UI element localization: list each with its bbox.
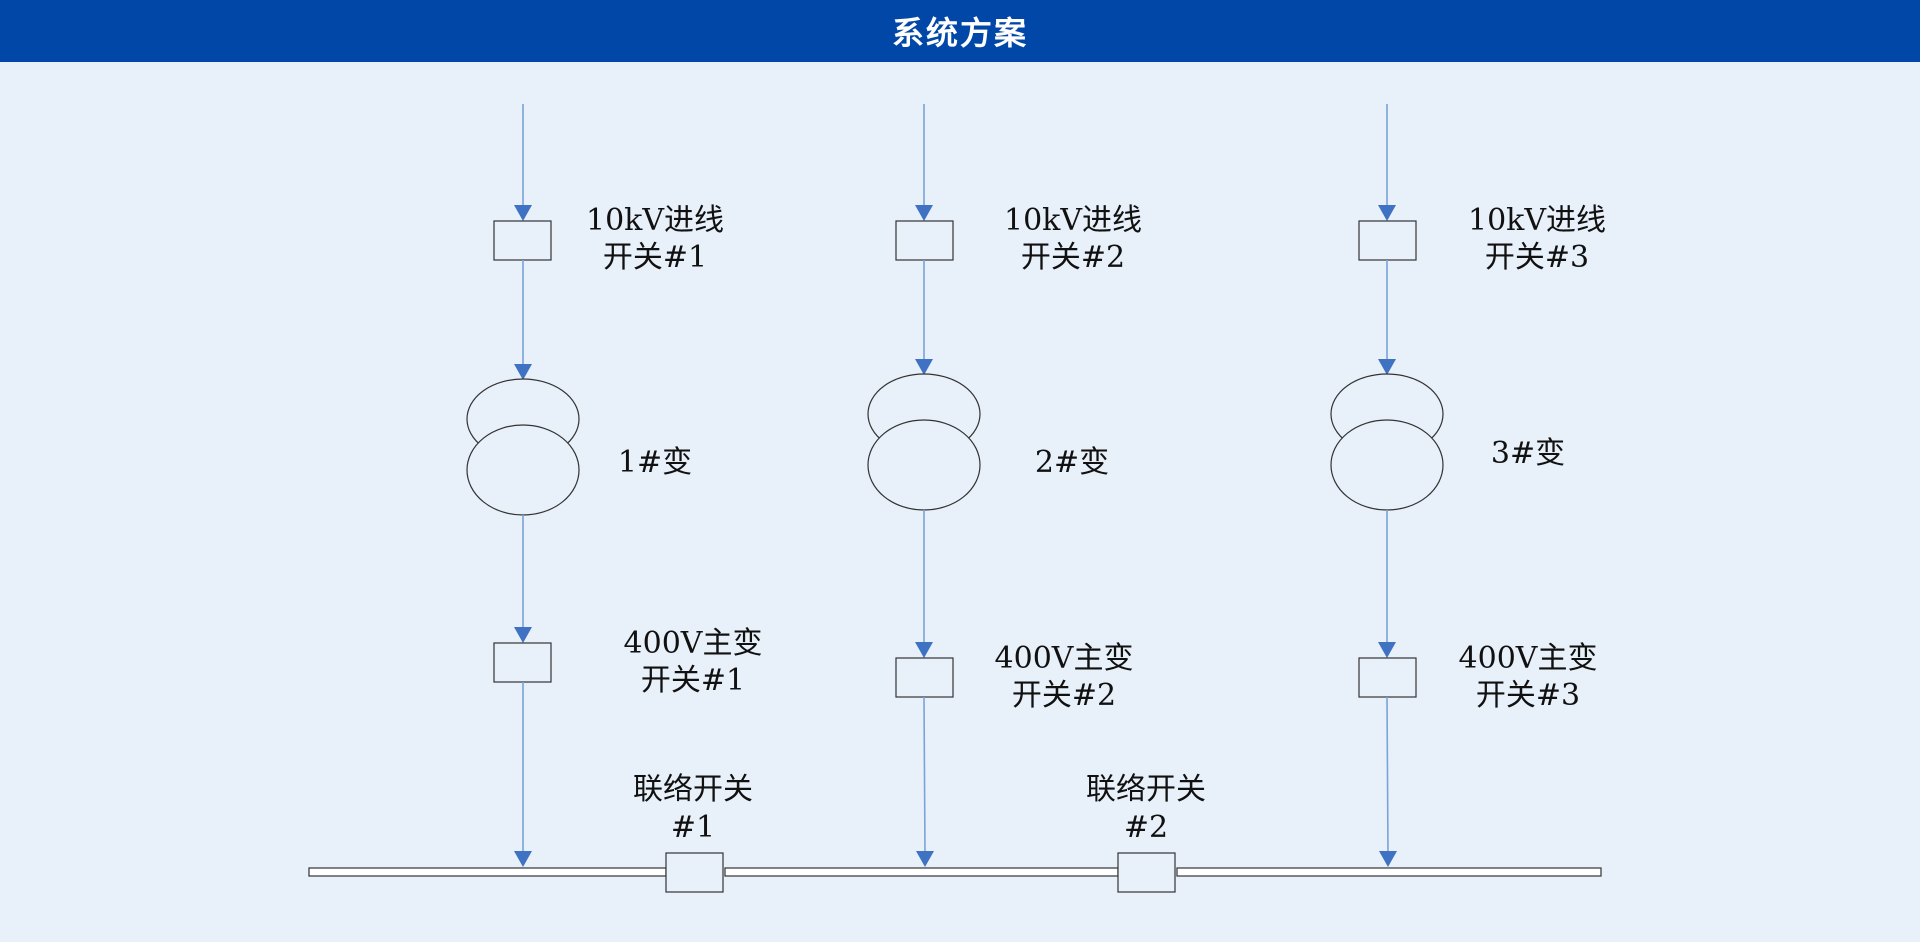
busbar-segment-1 [308, 867, 667, 877]
tie-switch-1[interactable]: 联络开关 #1 [633, 772, 753, 893]
feeder-3-incoming-arrow [1378, 205, 1396, 221]
header-bar: 系统方案 [0, 0, 1920, 62]
feeder-1-400v-switch[interactable] [493, 642, 552, 683]
feeder-1: 10kV进线 开关#1 1#变 400V主变 开关#1 [466, 104, 763, 867]
feeder-2-incoming-label-line2: 开关#2 [1021, 240, 1125, 275]
feeder-2-wire-to-bus [923, 696, 926, 856]
transformer-3[interactable] [1330, 373, 1444, 511]
transformer-2-label: 2#变 [1035, 445, 1109, 480]
feeder-2-bus-arrow [916, 851, 934, 867]
transformer-2[interactable] [867, 373, 981, 511]
feeder-2-transformer-arrow [915, 359, 933, 375]
busbar-segment-3 [1176, 867, 1602, 877]
feeder-1-400v-arrow [514, 627, 532, 643]
feeder-3-400v-arrow [1378, 642, 1396, 658]
feeder-2-400v-switch[interactable] [895, 657, 954, 698]
tie-switch-1-label-line1: 联络开关 [633, 772, 753, 807]
feeder-1-incoming-arrow [514, 205, 532, 221]
feeder-3-transformer-arrow [1378, 359, 1396, 375]
feeder-3-10kv-switch[interactable] [1358, 220, 1417, 261]
feeder-3-400v-label-line1: 400V主变 [1459, 641, 1598, 676]
feeder-3-400v-switch[interactable] [1358, 657, 1417, 698]
transformer-3-label: 3#变 [1491, 436, 1565, 471]
feeder-2-10kv-switch[interactable] [895, 220, 954, 261]
feeder-3-400v-label-line2: 开关#3 [1476, 678, 1580, 713]
feeder-3-incoming-label-line1: 10kV进线 [1468, 203, 1606, 238]
feeder-3-bus-arrow [1379, 851, 1397, 867]
busbar-400v [308, 867, 1602, 877]
feeder-2-400v-label-line1: 400V主变 [995, 641, 1134, 676]
feeder-2-400v-label-line2: 开关#2 [1012, 678, 1116, 713]
transformer-1-label: 1#变 [618, 445, 692, 480]
tie-switch-2[interactable]: 联络开关 #2 [1086, 772, 1206, 893]
transformer-1-secondary-coil [466, 424, 580, 516]
feeder-1-incoming-label-line1: 10kV进线 [586, 203, 724, 238]
tie-switch-2-label-line2: #2 [1124, 810, 1168, 845]
transformer-3-secondary-coil [1330, 419, 1444, 511]
feeder-1-400v-label-line1: 400V主变 [624, 626, 763, 661]
feeder-2: 10kV进线 开关#2 2#变 400V主变 开关#2 [867, 104, 1142, 867]
transformer-2-secondary-coil [867, 419, 981, 511]
feeder-1-transformer-arrow [514, 364, 532, 380]
tie-switch-1-label-line2: #1 [671, 810, 715, 845]
feeder-2-400v-arrow [915, 642, 933, 658]
feeder-1-400v-label-line2: 开关#1 [641, 663, 745, 698]
transformer-1[interactable] [466, 378, 580, 516]
tie-switch-1-box[interactable] [665, 852, 724, 893]
tie-switch-2-box[interactable] [1117, 852, 1176, 893]
feeder-3-wire-to-bus [1386, 696, 1389, 856]
feeder-3: 10kV进线 开关#3 3#变 400V主变 开关#3 [1330, 104, 1606, 867]
feeder-2-incoming-arrow [915, 205, 933, 221]
page-title: 系统方案 [891, 14, 1028, 52]
feeder-1-10kv-switch[interactable] [493, 220, 552, 261]
feeder-2-incoming-label-line1: 10kV进线 [1004, 203, 1142, 238]
feeder-1-incoming-label-line2: 开关#1 [603, 240, 707, 275]
feeder-3-incoming-label-line2: 开关#3 [1485, 240, 1589, 275]
busbar-segment-2 [724, 867, 1119, 877]
tie-switch-2-label-line1: 联络开关 [1086, 772, 1206, 807]
feeder-1-bus-arrow [514, 851, 532, 867]
